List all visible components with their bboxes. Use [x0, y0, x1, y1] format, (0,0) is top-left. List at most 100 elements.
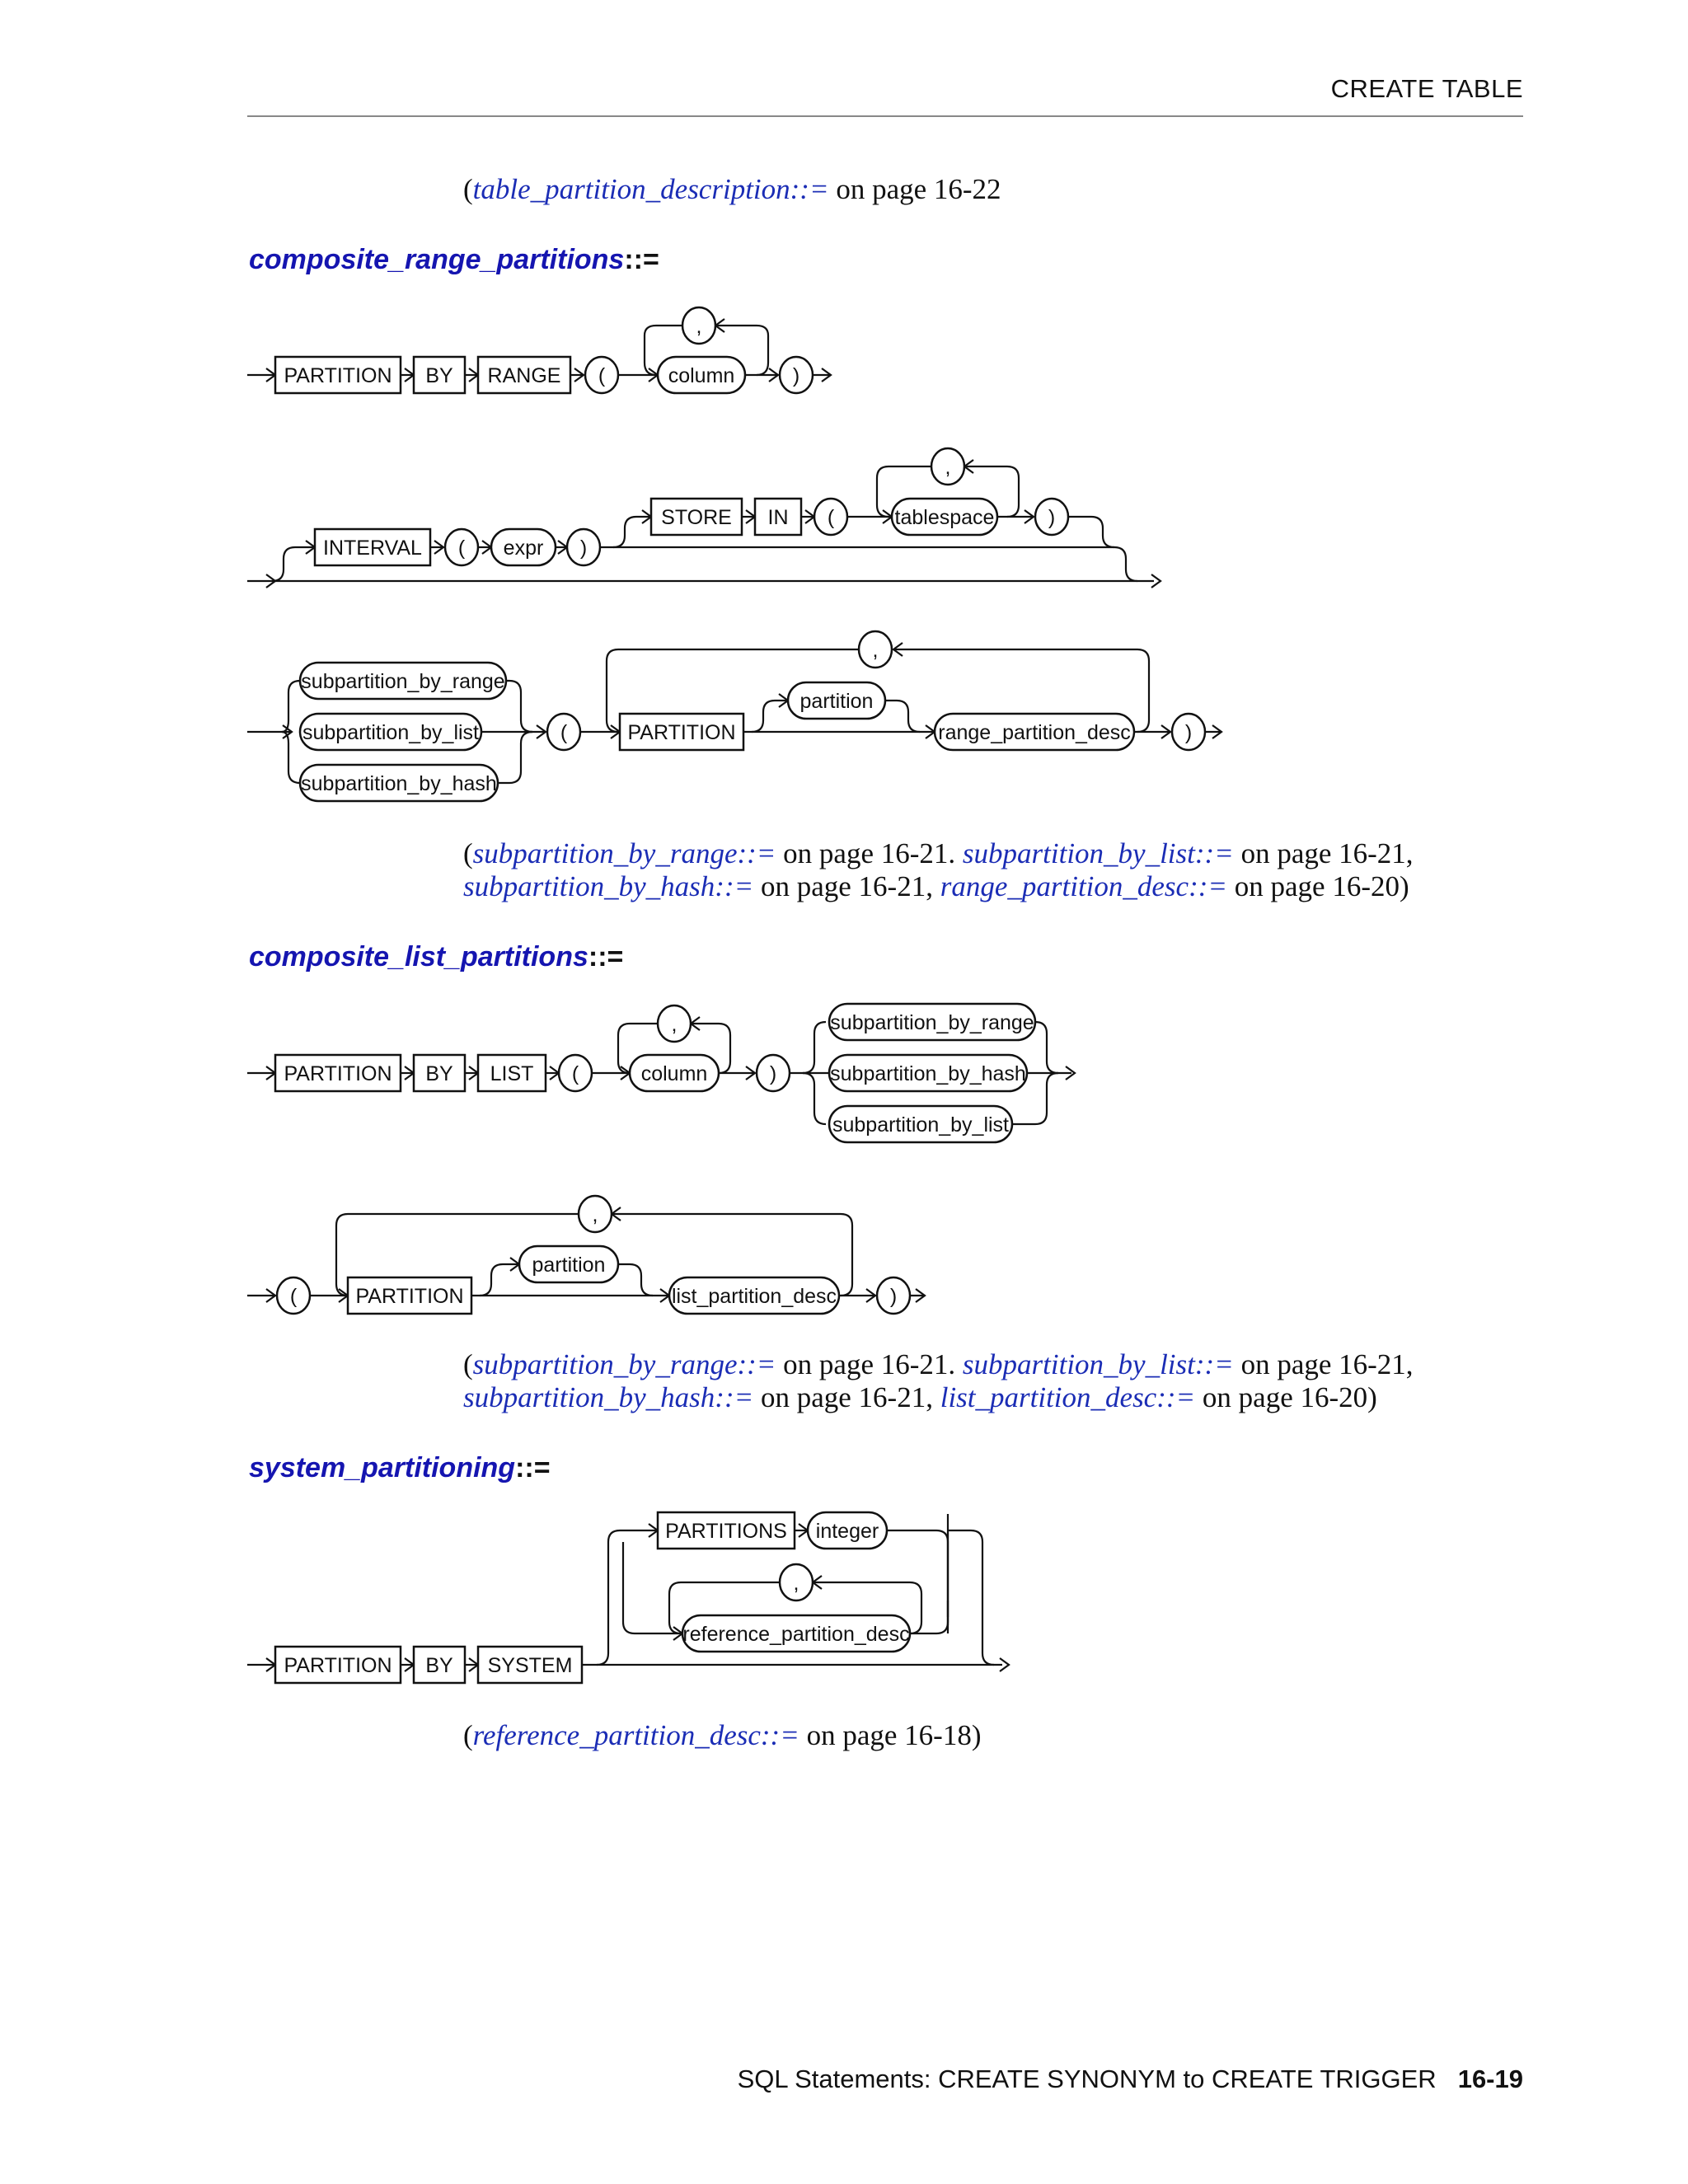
header-rule — [247, 115, 1523, 117]
syntax-term-interval: INTERVAL — [313, 527, 432, 567]
syntax-lparen: ( — [546, 712, 582, 752]
syntax-term-partition: PARTITION — [274, 355, 402, 395]
xref-link[interactable]: range_partition_desc::= — [940, 870, 1228, 902]
rail-line — [335, 1212, 579, 1297]
syntax-comma: , — [681, 306, 717, 345]
xref-text: on page 16-21. — [776, 1348, 963, 1380]
syntax-term-partition: PARTITION — [346, 1276, 473, 1315]
syntax-symbol-label: ) — [1185, 721, 1192, 744]
rail-line — [596, 1529, 656, 1666]
syntax-term-partitions: PARTITIONS — [656, 1511, 796, 1550]
xref-link[interactable]: table_partition_description::= — [472, 173, 829, 205]
syntax-term-label: subpartition_by_hash — [830, 1062, 1026, 1085]
syntax-term-label: STORE — [661, 506, 732, 529]
syntax-term-label: BY — [425, 1654, 453, 1677]
syntax-term-label: PARTITION — [284, 364, 392, 387]
arrow-icon — [536, 724, 547, 739]
xref-link[interactable]: list_partition_desc::= — [940, 1381, 1196, 1413]
xref-link[interactable]: subpartition_by_range::= — [472, 1348, 776, 1380]
syntax-term-range-partition-desc: range_partition_desc — [933, 712, 1136, 752]
syntax-symbol-label: ( — [560, 721, 568, 744]
xref-paren: ( — [463, 1719, 473, 1751]
syntax-lparen: ( — [557, 1053, 593, 1093]
running-header: CREATE TABLE — [1330, 74, 1523, 103]
syntax-term-partition: PARTITION — [274, 1645, 402, 1685]
rail-line — [964, 465, 1020, 518]
syntax-comma: , — [778, 1563, 814, 1602]
syntax-symbol-label: , — [593, 1203, 598, 1226]
syntax-term-in: IN — [753, 497, 803, 537]
rail-line — [621, 1542, 679, 1635]
syntax-term-label: subpartition_by_range — [301, 670, 504, 693]
syntax-term-by: BY — [412, 1053, 467, 1093]
syntax-rparen: ) — [1170, 712, 1207, 752]
rail-line — [281, 730, 301, 785]
footer-title: SQL Statements: CREATE SYNONYM to CREATE… — [737, 2064, 1437, 2093]
syntax-term-label: list_partition_desc — [672, 1285, 837, 1308]
xref-link[interactable]: subpartition_by_range::= — [472, 837, 776, 869]
xref-link[interactable]: subpartition_by_hash::= — [463, 1381, 754, 1413]
syntax-rparen: ) — [875, 1276, 912, 1315]
rail-line — [281, 679, 301, 733]
syntax-comma: , — [857, 630, 893, 669]
xref-reference-partition-desc: (reference_partition_desc::= on page 16-… — [463, 1719, 981, 1752]
syntax-term-subpartition-by-hash: subpartition_by_hash — [828, 1053, 1029, 1093]
section-heading-composite-range-partitions[interactable]: composite_range_partitions::= — [249, 244, 659, 276]
syntax-term-label: range_partition_desc — [938, 721, 1131, 744]
syntax-symbol-label: ( — [572, 1062, 579, 1085]
syntax-term-column: column — [628, 1053, 720, 1093]
xref-paren: ( — [463, 837, 473, 869]
arrow-icon — [1160, 724, 1172, 739]
xref-composite-list-line-2: subpartition_by_hash::= on page 16-21, l… — [463, 1381, 1377, 1414]
syntax-term-label: PARTITION — [627, 721, 735, 744]
arrow-icon — [282, 724, 293, 739]
syntax-symbol-label: ) — [890, 1285, 897, 1308]
syntax-term-by: BY — [412, 355, 467, 395]
syntax-term-partition-name: partition — [518, 1244, 620, 1284]
syntax-rparen: ) — [778, 355, 814, 395]
arrow-icon — [574, 368, 585, 382]
syntax-term-label: RANGE — [488, 364, 561, 387]
syntax-term-label: partition — [532, 1254, 606, 1277]
xref-text: on page 16-21. — [776, 837, 963, 869]
rail-line — [668, 1581, 780, 1635]
xref-text: on page 16-18) — [799, 1719, 982, 1751]
rail-line — [617, 1022, 658, 1075]
rail-line — [1012, 1071, 1059, 1126]
rail-line — [802, 1071, 827, 1126]
rail-line — [612, 515, 649, 549]
xref-text: on page 16-20) — [1227, 870, 1409, 902]
section-heading-composite-list-partitions[interactable]: composite_list_partitions::= — [249, 941, 623, 973]
syntax-term-list: LIST — [476, 1053, 547, 1093]
rail-line — [893, 648, 1151, 733]
xref-link[interactable]: subpartition_by_list::= — [962, 837, 1234, 869]
syntax-term-by: BY — [412, 1645, 467, 1685]
rail-line — [802, 1020, 827, 1075]
arrow-icon — [1065, 1066, 1076, 1080]
syntax-symbol-label: ) — [580, 537, 587, 560]
syntax-comma: , — [930, 447, 966, 486]
xref-link[interactable]: subpartition_by_hash::= — [463, 870, 754, 902]
section-suffix: ::= — [515, 1452, 551, 1483]
syntax-term-subpartition-by-list: subpartition_by_list — [828, 1104, 1014, 1144]
xref-text: on page 16-21, — [1233, 837, 1414, 869]
rail-line — [875, 465, 931, 518]
xref-composite-range-line-1: (subpartition_by_range::= on page 16-21.… — [463, 837, 1414, 870]
arrow-icon — [434, 540, 445, 555]
syntax-symbol-label: , — [794, 1572, 799, 1595]
syntax-term-label: SYSTEM — [488, 1654, 573, 1677]
rail-line — [643, 324, 682, 377]
rail-line — [498, 730, 533, 785]
arrow-icon — [768, 368, 780, 382]
xref-link[interactable]: subpartition_by_list::= — [962, 1348, 1234, 1380]
rail-line — [691, 1022, 732, 1075]
syntax-symbol-label: ) — [1048, 506, 1055, 529]
section-heading-system-partitioning[interactable]: system_partitioning::= — [249, 1452, 551, 1484]
page-footer: SQL Statements: CREATE SYNONYM to CREATE… — [738, 2064, 1523, 2094]
syntax-term-label: tablespace — [895, 506, 995, 529]
syntax-term-label: subpartition_by_range — [830, 1011, 1034, 1034]
syntax-term-label: column — [668, 364, 735, 387]
xref-link[interactable]: reference_partition_desc::= — [472, 1719, 799, 1751]
syntax-term-partition: PARTITION — [618, 712, 745, 752]
